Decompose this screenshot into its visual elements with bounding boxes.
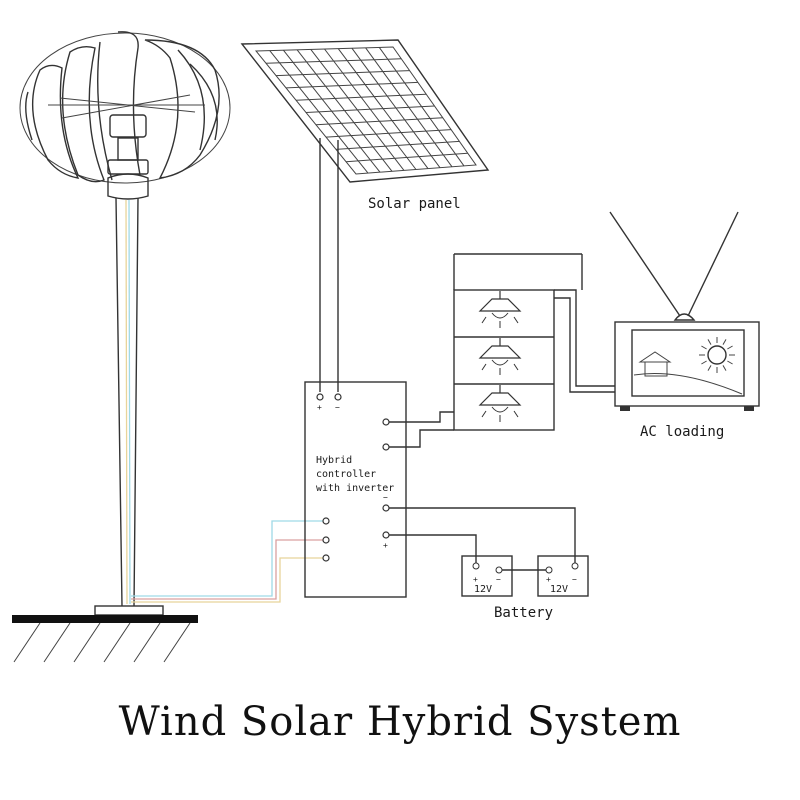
battery-2-plus: +: [546, 575, 551, 584]
controller-terminals: [316, 393, 390, 562]
turbine-tower: [94, 197, 164, 616]
panel-grid-line: [265, 58, 402, 64]
ac-loading-tv: [609, 211, 760, 411]
sun-ray: [727, 360, 733, 365]
controller-solar-minus: −: [335, 403, 340, 412]
sun-ray: [701, 345, 707, 350]
controller-batt-minus: −: [383, 493, 388, 502]
controller-label-line2: controller: [316, 469, 376, 480]
solar-panel: [240, 39, 490, 392]
load-wires: [389, 289, 615, 448]
battery-1: + − 12V: [461, 555, 513, 597]
battery-2-minus: −: [572, 575, 577, 584]
battery-wires: [389, 507, 576, 571]
wind-wire-1: [131, 520, 326, 597]
panel-grid-line: [285, 81, 418, 89]
wind-turbine: [12, 31, 231, 663]
sun-ray: [707, 365, 712, 371]
hybrid-controller: + − − + Hybrid controller with inverter: [304, 381, 407, 598]
battery-2: + − 12V: [537, 555, 589, 597]
panel-grid-line: [325, 129, 452, 138]
diagram-title: Wind Solar Hybrid System: [119, 699, 682, 745]
sun-ray: [722, 365, 727, 371]
controller-batt-plus: +: [383, 541, 388, 550]
battery-2-voltage: 12V: [550, 584, 568, 595]
panel-grid-line: [315, 117, 443, 126]
panel-grid-line: [295, 93, 427, 101]
lamp-icon: [478, 291, 522, 328]
sun-ray: [727, 345, 733, 350]
battery-1-voltage: 12V: [474, 584, 492, 595]
lamp-loads: [453, 253, 583, 431]
sun-ray: [722, 339, 727, 345]
panel-grid-line: [305, 105, 435, 113]
batteries: + − 12V + − 12V: [461, 555, 589, 597]
solar-panel-label: Solar panel: [368, 196, 461, 212]
battery-1-minus: −: [496, 575, 501, 584]
battery-label: Battery: [494, 605, 553, 621]
lamp-icon: [478, 385, 522, 422]
turbine-rotor: [19, 31, 231, 200]
sun-ray: [707, 339, 712, 345]
wind-wire-3: [131, 557, 326, 603]
controller-label-line3: with inverter: [316, 483, 394, 494]
wind-wires: [131, 520, 326, 603]
controller-label-line1: Hybrid: [316, 455, 352, 466]
panel-grid-line: [335, 140, 460, 150]
ac-loading-label: AC loading: [640, 424, 724, 440]
panel-grid-line: [275, 70, 410, 77]
panel-grid-line: [345, 152, 468, 163]
sun-ray: [701, 360, 707, 365]
ground: [12, 615, 198, 663]
controller-solar-plus: +: [317, 403, 322, 412]
lamp-icon: [478, 338, 522, 375]
wind-wire-2: [131, 539, 326, 600]
battery-1-plus: +: [473, 575, 478, 584]
